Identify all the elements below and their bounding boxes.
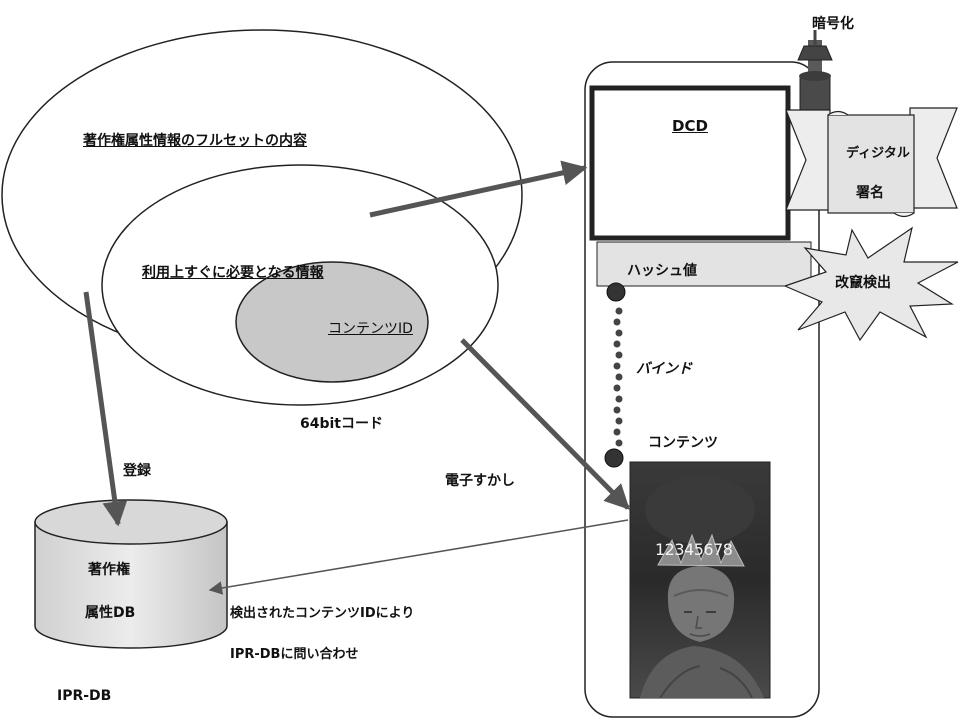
signature-label-line2: 署名 <box>856 185 884 201</box>
arrow-query <box>208 519 629 595</box>
needed-info-label: 利用上すぐに必要となる情報 <box>142 265 324 281</box>
db-caption: IPR-DB <box>57 688 112 704</box>
content-id-label: コンテンツID <box>328 321 413 337</box>
bind-chain <box>604 282 626 468</box>
register-label: 登録 <box>123 463 151 479</box>
arrow-watermark <box>460 338 630 510</box>
statue-of-liberty-photo <box>629 461 771 699</box>
fullset-label: 著作権属性情報のフルセットの内容 <box>83 133 307 149</box>
starburst-icon <box>783 226 959 342</box>
signature-label-line1: ディジタル <box>846 146 910 161</box>
hash-band <box>596 241 812 287</box>
db-label-line1: 著作権 <box>88 562 130 578</box>
dcd-box <box>589 85 791 241</box>
bind-label: バインド <box>636 361 692 377</box>
watermark-number: 12345678 <box>655 540 733 559</box>
content-id-ellipse <box>235 261 429 383</box>
query-label-line2: IPR-DBに問い合わせ <box>230 647 359 662</box>
code-label: 64bitコード <box>300 416 383 432</box>
tamper-label: 改竄検出 <box>835 275 891 291</box>
hash-label: ハッシュ値 <box>627 263 697 279</box>
dcd-label: DCD <box>672 117 708 135</box>
contents-label: コンテンツ <box>648 435 718 451</box>
scroll-banner-icon <box>785 107 958 218</box>
query-label-line1: 検出されたコンテンツIDにより <box>230 606 415 621</box>
encrypt-label: 暗号化 <box>812 16 854 32</box>
watermark-label: 電子すかし <box>445 473 515 489</box>
arrow-register <box>83 291 128 527</box>
db-label-line2: 属性DB <box>85 605 136 621</box>
arrow-to-dcd <box>369 160 588 218</box>
database-cylinder <box>34 499 228 649</box>
